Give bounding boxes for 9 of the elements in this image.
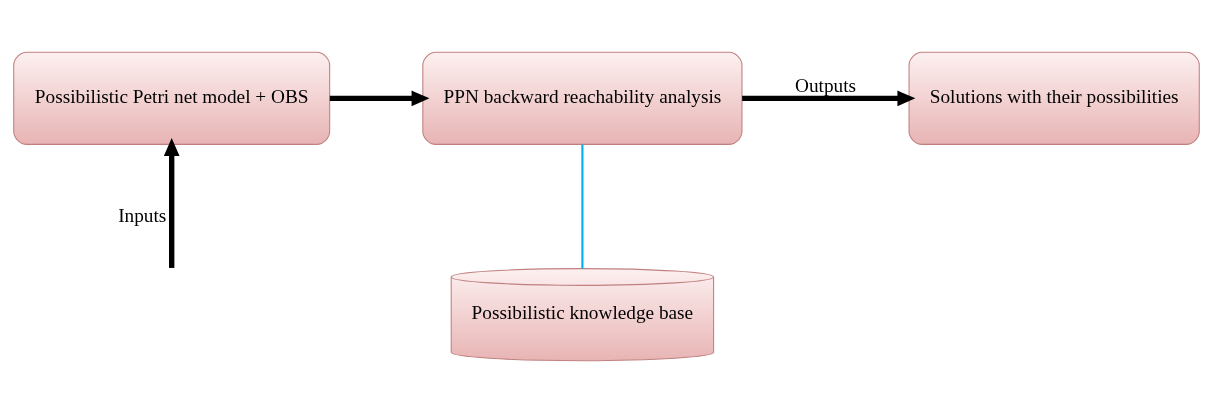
node-box: Solutions with their possibilities	[908, 51, 1200, 145]
edge-label: Outputs	[795, 74, 857, 96]
edge-label: Inputs	[118, 204, 167, 226]
connector	[581, 144, 584, 269]
node-box: Possibilistic Petri net model + OBS	[13, 51, 331, 145]
node-box: PPN backward reachability analysis	[422, 51, 743, 145]
arrow	[742, 90, 916, 106]
arrow	[163, 137, 180, 268]
arrow	[329, 90, 430, 106]
